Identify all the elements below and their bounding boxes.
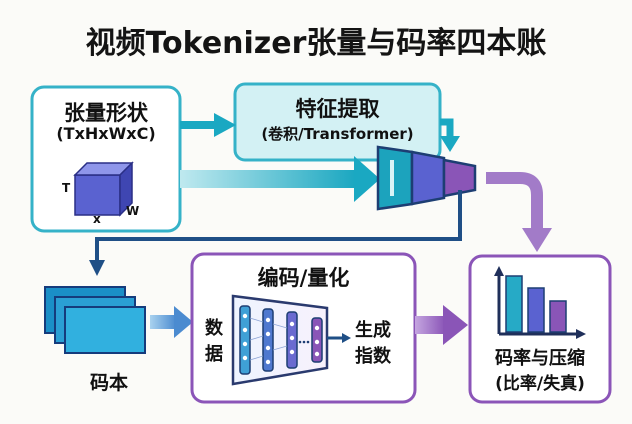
- bitrate-heading: 码率与压缩: [495, 348, 585, 369]
- arrow-network-to-output: [327, 333, 351, 343]
- arrow-tensor-to-encoder: [180, 156, 380, 202]
- input-label-line2: 据: [205, 344, 223, 365]
- bar-chart-icon: [494, 266, 586, 339]
- encode-quantize-heading: 编码/量化: [257, 266, 350, 290]
- feature-extraction-heading: 特征提取: [295, 97, 380, 121]
- tensor-shape-formula: (TxHxWxC): [56, 124, 156, 143]
- arrow-encode-to-bitrate: [415, 305, 468, 345]
- feature-extraction-method: (卷积/Transformer): [261, 125, 414, 143]
- stacked-layers-icon: [44, 286, 146, 354]
- bitrate-subheading: (比率/失真): [495, 374, 585, 394]
- arrow-tensor-to-feature: [180, 113, 236, 137]
- codebook-label: 码本: [89, 372, 128, 394]
- axis-label-x: x: [93, 212, 101, 226]
- input-label-line1: 数: [205, 318, 223, 339]
- cube-icon: [73, 161, 134, 217]
- encoder-funnel-icon: [376, 145, 477, 211]
- page-title: 视频Tokenizer张量与码率四本账: [85, 26, 547, 61]
- tensor-shape-heading: 张量形状: [64, 101, 148, 125]
- axis-label-t: T: [62, 181, 71, 195]
- axis-label-w: W: [126, 204, 140, 218]
- arrow-codebook-to-encode: [150, 306, 193, 338]
- output-label-line2: 指数: [355, 346, 391, 367]
- neural-network-icon: [231, 294, 329, 386]
- output-label-line1: 生成: [355, 320, 391, 341]
- arrow-encoder-to-codebook: [89, 190, 462, 276]
- tensor-shape-box: [30, 85, 182, 233]
- arrow-feature-to-encoder: [440, 118, 460, 152]
- arrow-encoder-to-bitrate: [486, 172, 552, 252]
